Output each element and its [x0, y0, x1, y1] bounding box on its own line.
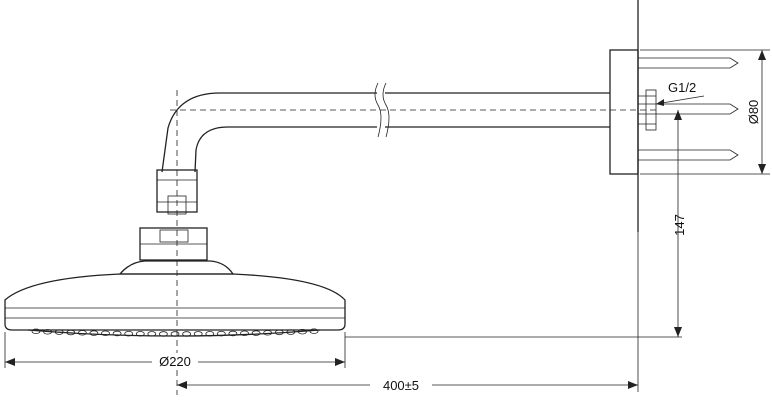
thread-label: G1/2: [668, 80, 696, 95]
nozzle: [101, 330, 110, 336]
nozzle: [31, 328, 41, 334]
nozzle: [205, 331, 215, 337]
nozzle: [297, 329, 307, 335]
anchor-bolts: [638, 57, 739, 161]
flange-diameter-label: Ø80: [746, 100, 761, 125]
arm-length-label: 400±5: [383, 378, 419, 393]
nozzle: [77, 330, 87, 336]
nozzle: [286, 329, 296, 335]
nozzle: [135, 331, 145, 337]
nozzle: [240, 330, 249, 336]
height-drop-label: 147: [672, 214, 687, 236]
nozzle: [89, 330, 99, 336]
nozzle: [274, 329, 284, 336]
nozzle: [124, 331, 134, 337]
nozzle: [309, 328, 319, 334]
nozzle: [193, 331, 203, 337]
nozzle: [216, 331, 226, 337]
nozzle: [170, 331, 180, 337]
spray-nozzles: [31, 328, 319, 337]
nozzle: [228, 330, 238, 337]
thread-leader-arrow: [656, 99, 664, 106]
height-drop-dimension: [345, 110, 682, 338]
arm-length-dimension: [177, 232, 639, 392]
swivel-joint: [139, 169, 208, 261]
shower-head: [4, 260, 346, 337]
wall-flange: [609, 49, 639, 175]
nozzle: [251, 330, 261, 336]
nozzle: [66, 329, 76, 336]
flange-diameter-dimension: [640, 49, 770, 175]
nozzle: [43, 329, 52, 335]
nozzle: [263, 330, 273, 336]
nozzle: [54, 329, 64, 335]
head-diameter-label-bg: [152, 353, 198, 369]
nozzle: [158, 331, 168, 337]
arm-length-label-bg: [370, 376, 432, 392]
head-diameter-label: Ø220: [159, 354, 191, 369]
nozzle: [112, 330, 122, 337]
nozzle: [147, 331, 157, 337]
shower-arm: [161, 82, 610, 173]
nozzle: [182, 331, 192, 337]
